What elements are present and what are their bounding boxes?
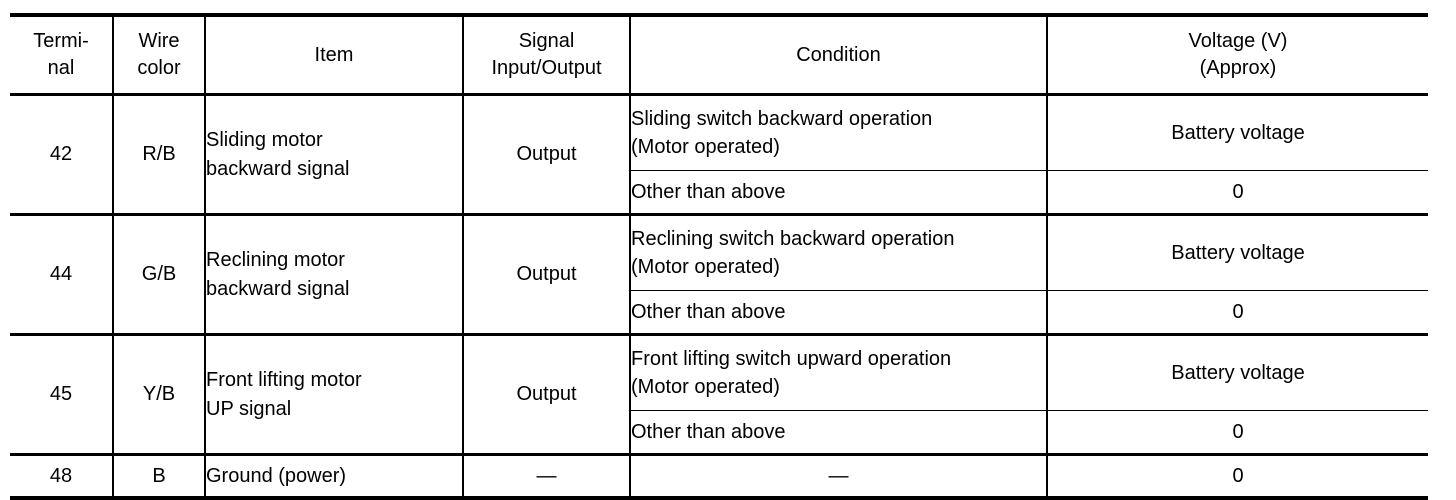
- table-row: Other than above 0: [10, 170, 1428, 216]
- item-line1: Front lifting motor: [206, 368, 362, 391]
- wire-color: G/B: [113, 214, 206, 336]
- voltage-value: 0: [1047, 170, 1428, 216]
- header-terminal: Termi- nal: [10, 13, 114, 96]
- header-wire-color-line2: color: [137, 57, 181, 79]
- condition-line1: Sliding switch backward operation: [631, 108, 933, 130]
- header-signal-line2: Input/Output: [491, 57, 602, 79]
- table-header: Termi- nal Wire color Item Signal Input/…: [10, 13, 1428, 96]
- header-item-label: Item: [314, 43, 354, 66]
- condition-cell: Sliding switch backward operation (Motor…: [630, 94, 1048, 171]
- header-terminal-line2: nal: [47, 57, 75, 79]
- header-row: Termi- nal Wire color Item Signal Input/…: [10, 13, 1428, 96]
- header-voltage-line2: (Approx): [1199, 57, 1277, 79]
- condition-cell: Other than above: [630, 410, 1048, 456]
- condition-cell: Other than above: [630, 290, 1048, 336]
- item-line1: Reclining motor: [206, 248, 345, 271]
- header-wire-color-line1: Wire: [138, 30, 180, 52]
- voltage-value: 0: [1047, 410, 1428, 456]
- wire-color: B: [113, 454, 206, 500]
- header-terminal-line1: Termi-: [33, 30, 89, 52]
- signal-direction: —: [463, 454, 631, 500]
- voltage-value: Battery voltage: [1047, 214, 1428, 291]
- header-wire-color: Wire color: [113, 13, 206, 96]
- item-line2: UP signal: [206, 397, 292, 420]
- item-line1: Sliding motor: [206, 128, 323, 151]
- header-voltage-line1: Voltage (V): [1188, 30, 1288, 52]
- condition-line2: (Motor operated): [631, 256, 780, 278]
- item-line2: backward signal: [206, 157, 350, 180]
- wire-color: Y/B: [113, 334, 206, 456]
- terminal-voltage-table: Termi- nal Wire color Item Signal Input/…: [10, 13, 1428, 500]
- header-voltage: Voltage (V) (Approx): [1047, 13, 1428, 96]
- condition-cell: Reclining switch backward operation (Mot…: [630, 214, 1048, 291]
- condition-line2: (Motor operated): [631, 376, 780, 398]
- voltage-value: 0: [1047, 290, 1428, 336]
- wire-color: R/B: [113, 94, 206, 216]
- condition-line1: Reclining switch backward operation: [631, 228, 955, 250]
- voltage-value: 0: [1047, 454, 1428, 500]
- item-description: Reclining motor backward signal: [205, 214, 464, 336]
- table-row: 44 G/B Reclining motor backward signal O…: [10, 214, 1428, 336]
- table-row: Other than above 0: [10, 290, 1428, 336]
- terminal-number: 45: [10, 334, 114, 456]
- condition-line1: Front lifting switch upward operation: [631, 348, 952, 370]
- item-description: Front lifting motor UP signal: [205, 334, 464, 456]
- signal-direction: Output: [463, 94, 631, 216]
- table-row: 45 Y/B Front lifting motor UP signal Out…: [10, 334, 1428, 456]
- terminal-number: 42: [10, 94, 114, 216]
- header-condition: Condition: [630, 13, 1048, 96]
- header-signal-line1: Signal: [518, 30, 575, 52]
- voltage-value: Battery voltage: [1047, 334, 1428, 411]
- table-row: Other than above 0: [10, 410, 1428, 456]
- condition-line2: (Motor operated): [631, 136, 780, 158]
- header-condition-label: Condition: [796, 43, 881, 66]
- terminal-number: 48: [10, 454, 114, 500]
- table-body: 42 R/B Sliding motor backward signal Out…: [10, 94, 1428, 500]
- voltage-value: Battery voltage: [1047, 94, 1428, 171]
- condition-line1: Other than above: [631, 181, 786, 203]
- header-item: Item: [205, 13, 464, 96]
- header-signal-io: Signal Input/Output: [463, 13, 631, 96]
- item-description: Ground (power): [205, 454, 464, 500]
- signal-direction: Output: [463, 334, 631, 456]
- condition-line1: Other than above: [631, 421, 786, 443]
- condition-cell: Front lifting switch upward operation (M…: [630, 334, 1048, 411]
- item-description: Sliding motor backward signal: [205, 94, 464, 216]
- table-row: 48 B Ground (power) — — 0: [10, 454, 1428, 500]
- condition-cell: —: [630, 454, 1048, 500]
- table-row: 42 R/B Sliding motor backward signal Out…: [10, 94, 1428, 216]
- item-line2: backward signal: [206, 277, 350, 300]
- condition-cell: Other than above: [630, 170, 1048, 216]
- condition-line1: Other than above: [631, 301, 786, 323]
- terminal-number: 44: [10, 214, 114, 336]
- signal-direction: Output: [463, 214, 631, 336]
